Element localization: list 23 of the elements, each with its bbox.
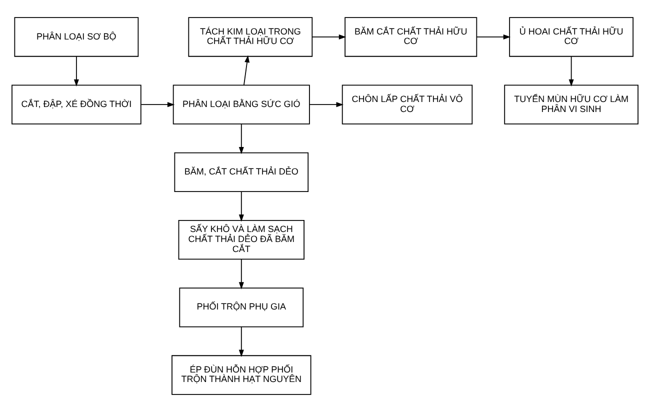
arrow (74, 56, 79, 87)
arrow (238, 258, 244, 290)
node-box: PHÂN LOẠI SƠ BỘ (14, 17, 139, 57)
arrow (243, 55, 250, 86)
node-box: BĂM CẮT CHẤT THẢI HỮU CƠ (344, 17, 478, 57)
arrow (476, 34, 511, 40)
node-box: BĂM, CẮT CHẤT THẢI DẺO (174, 152, 309, 192)
arrow (140, 102, 175, 108)
node-box: SẤY KHÔ VÀ LÀM SẠCH CHẤT THẢI DẺO ĐÃ BĂM CẮT (178, 220, 304, 260)
arrow (568, 56, 574, 87)
node-box: CẮT, ĐẬP, XÉ ĐỒNG THỜI (12, 84, 142, 124)
arrow (238, 191, 244, 222)
arrow (312, 34, 346, 40)
node-box: Ủ HOAI CHẤT THẢI HỮU CƠ (509, 17, 634, 57)
node-box: TÁCH KIM LOẠI TRONG CHẤT THẢI HỮU CƠ (188, 17, 313, 57)
node-box: PHÂN LOẠI BẰNG SỨC GIÓ (172, 84, 310, 124)
node-box: TUYỂN MÙN HỮU CƠ LÀM PHÂN VI SINH (504, 84, 638, 124)
arrow (238, 124, 244, 154)
arrow (309, 102, 344, 108)
node-box: CHÔN LẤP CHẤT THẢI VÔ CƠ (342, 84, 473, 124)
node-box: PHỐI TRỘN PHỤ GIA (179, 288, 304, 328)
arrow (238, 326, 244, 357)
node-box: ÉP ĐÙN HỖN HỢP PHỐI TRỘN THÀNH HẠT NGUYÊN (172, 355, 312, 395)
